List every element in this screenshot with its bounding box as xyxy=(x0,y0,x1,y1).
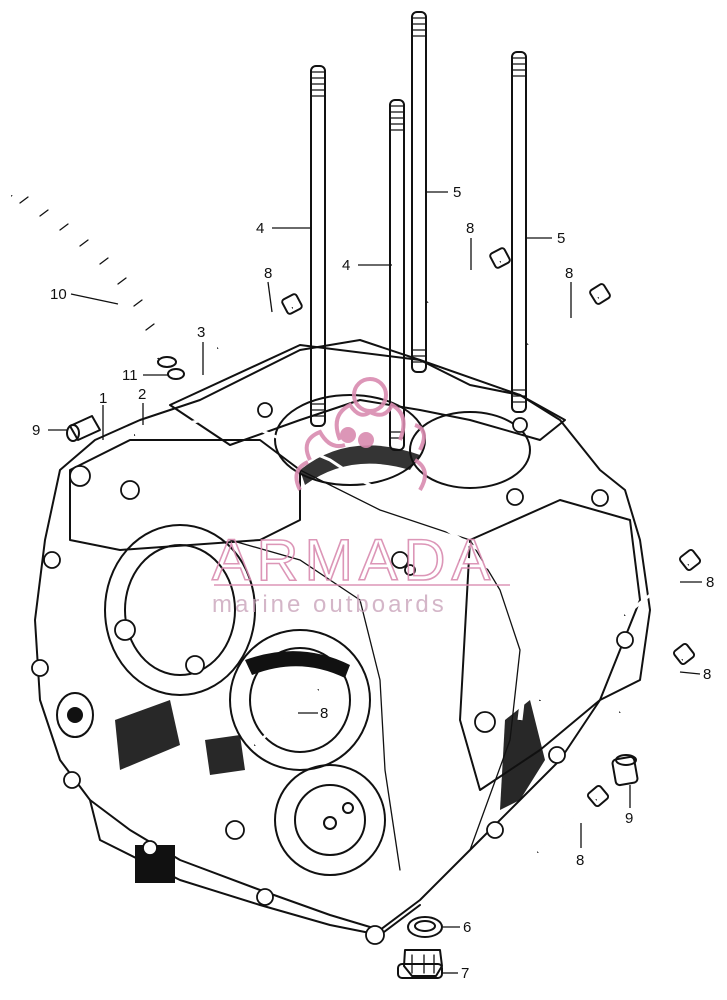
callout-6: 6 xyxy=(463,919,471,936)
bolts xyxy=(217,247,702,854)
callout-11: 11 xyxy=(122,367,138,384)
cylinder-studs xyxy=(310,11,527,451)
stud-5-left xyxy=(411,11,427,373)
callout-8-bottom: 8 xyxy=(576,852,584,869)
callout-8-right-lower: 8 xyxy=(703,666,711,683)
callout-10: 10 xyxy=(50,286,67,303)
drain-plug-7 xyxy=(397,949,443,979)
bolt-8-right-lower xyxy=(619,642,696,714)
clip-11 xyxy=(167,368,185,380)
callout-1: 1 xyxy=(99,390,107,407)
callout-9-right: 9 xyxy=(625,810,633,827)
callout-9-left: 9 xyxy=(32,422,40,439)
stud-4-left xyxy=(310,65,326,427)
callout-7: 7 xyxy=(461,965,469,982)
callout-4-left: 4 xyxy=(256,220,264,237)
stud-5-right xyxy=(511,51,527,413)
dowel-9-left xyxy=(66,415,101,442)
washer-6 xyxy=(407,916,443,938)
callout-5-upper: 5 xyxy=(453,184,461,201)
hose-10 xyxy=(10,193,177,368)
crankcase-assembly xyxy=(31,339,651,945)
callout-2: 2 xyxy=(138,386,146,403)
bolt-8-top-left xyxy=(217,293,303,350)
oil-pipe-right xyxy=(459,557,528,721)
bolt-8-top-center xyxy=(427,247,511,304)
callout-4-center: 4 xyxy=(342,257,350,274)
bolt-8-right-upper xyxy=(624,548,702,617)
callout-8-top-center: 8 xyxy=(466,220,474,237)
callout-8-top-left: 8 xyxy=(264,265,272,282)
callout-8-right-upper: 8 xyxy=(706,574,714,591)
bolt-8-bottom xyxy=(536,784,610,854)
bolt-8-center xyxy=(254,688,319,747)
callout-3: 3 xyxy=(197,324,205,341)
dowel-9-right xyxy=(611,754,639,787)
stud-4-center xyxy=(389,99,405,451)
octopus-logo xyxy=(294,377,427,492)
watermark-brand: ARMADA xyxy=(212,528,496,593)
callout-8-center: 8 xyxy=(320,705,328,722)
watermark-tagline: marine outboards xyxy=(212,591,447,618)
bolt-8-top-right xyxy=(527,283,611,346)
callout-8-top-right: 8 xyxy=(565,265,573,282)
callout-5-right: 5 xyxy=(557,230,565,247)
watermark: ARMADA marine outboards xyxy=(211,377,510,618)
leader-lines xyxy=(48,191,702,974)
callout-labels: 4 4 5 5 8 8 8 10 3 11 2 1 9 8 8 8 9 8 6 … xyxy=(32,184,714,982)
